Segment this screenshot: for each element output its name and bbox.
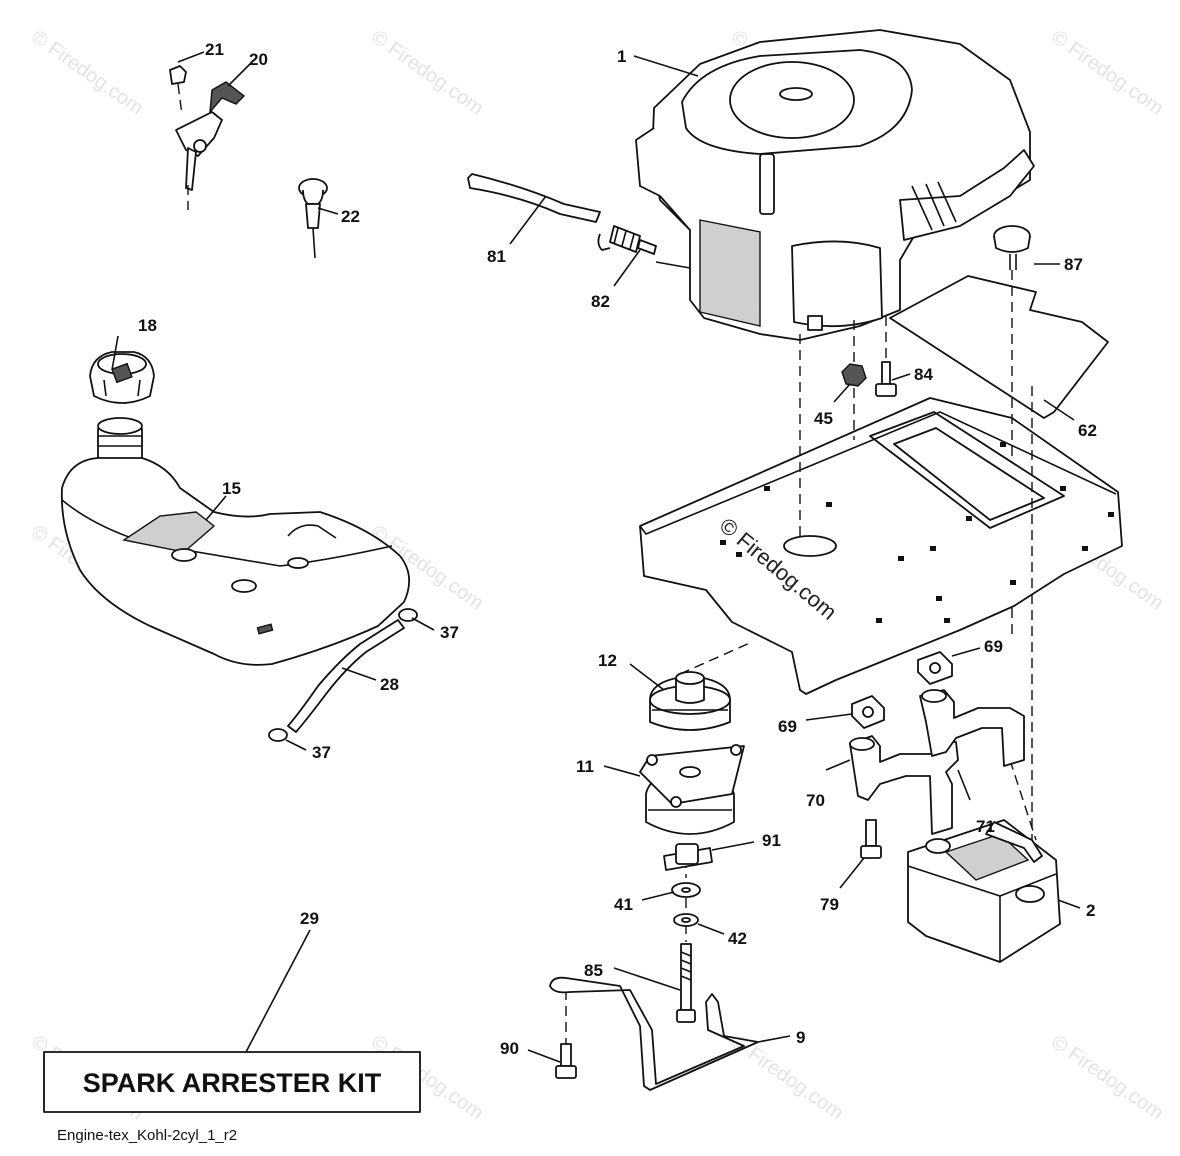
part-81-fuel-hose — [467, 173, 601, 223]
callout-41: 41 — [614, 895, 633, 914]
callout-79: 79 — [820, 895, 839, 914]
callout-28: 28 — [380, 675, 399, 694]
part-70-exhaust-pipe — [849, 735, 959, 835]
callout-37-upper: 37 — [440, 623, 459, 642]
callout-42: 42 — [728, 929, 747, 948]
watermark: © Firedog.com — [367, 26, 487, 119]
part-69-gasket-left — [851, 695, 885, 729]
drawing-id: Engine-tex_Kohl-2cyl_1_r2 — [57, 1127, 237, 1144]
part-85-bolt — [676, 943, 696, 1023]
part-82-fuel-filter — [597, 225, 657, 255]
part-2-muffler — [907, 819, 1061, 963]
callout-21: 21 — [205, 40, 224, 59]
callout-37-lower: 37 — [312, 743, 331, 762]
part-28-fuel-line — [287, 619, 405, 733]
kit-box-label: SPARK ARRESTER KIT — [83, 1068, 382, 1098]
callout-81: 81 — [487, 247, 506, 266]
callout-69-left: 69 — [778, 717, 797, 736]
callout-15: 15 — [222, 479, 241, 498]
spark-arrester-kit: SPARK ARRESTER KIT — [43, 1051, 421, 1113]
callout-20: 20 — [249, 50, 268, 69]
watermark: © Firedog.com — [1047, 26, 1167, 119]
part-15-fuel-tank — [60, 417, 410, 666]
callout-70: 70 — [806, 791, 825, 810]
callout-2: 2 — [1086, 901, 1095, 920]
part-87-knob — [993, 225, 1031, 270]
callout-84: 84 — [914, 365, 933, 384]
callout-labels: 1 21 20 22 18 15 37 28 37 81 82 84 45 62… — [138, 40, 1097, 1058]
part-9-bracket — [549, 976, 759, 1091]
part-71-exhaust-pipe — [919, 689, 1025, 767]
callout-90: 90 — [500, 1039, 519, 1058]
callout-18: 18 — [138, 316, 157, 335]
part-20-throttle-control — [175, 81, 246, 210]
callout-71: 71 — [976, 817, 995, 836]
part-62-heat-shield — [889, 275, 1109, 419]
part-91-spacer — [663, 843, 713, 871]
part-45-nut — [841, 363, 867, 387]
callout-11: 11 — [576, 757, 594, 776]
callout-45: 45 — [814, 409, 833, 428]
watermark: © Firedog.com — [1047, 1031, 1167, 1124]
callout-62: 62 — [1078, 421, 1097, 440]
callout-29: 29 — [300, 909, 319, 928]
callout-91: 91 — [762, 831, 781, 850]
leader-lines — [111, 51, 1081, 1063]
callout-85: 85 — [584, 961, 603, 980]
callout-1: 1 — [617, 47, 626, 66]
watermark: © Firedog.com — [27, 26, 147, 119]
callout-12: 12 — [598, 651, 617, 670]
part-41-washer — [671, 882, 701, 898]
part-12-pulley — [649, 671, 731, 731]
part-84-bolt — [875, 361, 897, 397]
callout-87: 87 — [1064, 255, 1083, 274]
part-22-choke-knob — [298, 178, 328, 259]
callout-82: 82 — [591, 292, 610, 311]
part-90-bolt — [555, 1043, 577, 1079]
part-21-bolt — [169, 65, 187, 116]
part-18-fuel-cap — [89, 351, 155, 404]
part-11-pto-clutch — [639, 744, 745, 835]
callout-9: 9 — [796, 1028, 805, 1047]
assembly-lines — [565, 270, 1037, 1044]
callout-22: 22 — [341, 207, 360, 226]
part-69-gasket-right — [917, 651, 953, 685]
chassis-frame: © Firedog.com — [639, 397, 1123, 695]
part-79-bolt — [860, 819, 882, 859]
callout-69-right: 69 — [984, 637, 1003, 656]
part-37-hose-clamp-lower — [268, 728, 288, 742]
part-1-engine — [635, 29, 1035, 341]
part-42-lock-washer — [673, 913, 699, 927]
